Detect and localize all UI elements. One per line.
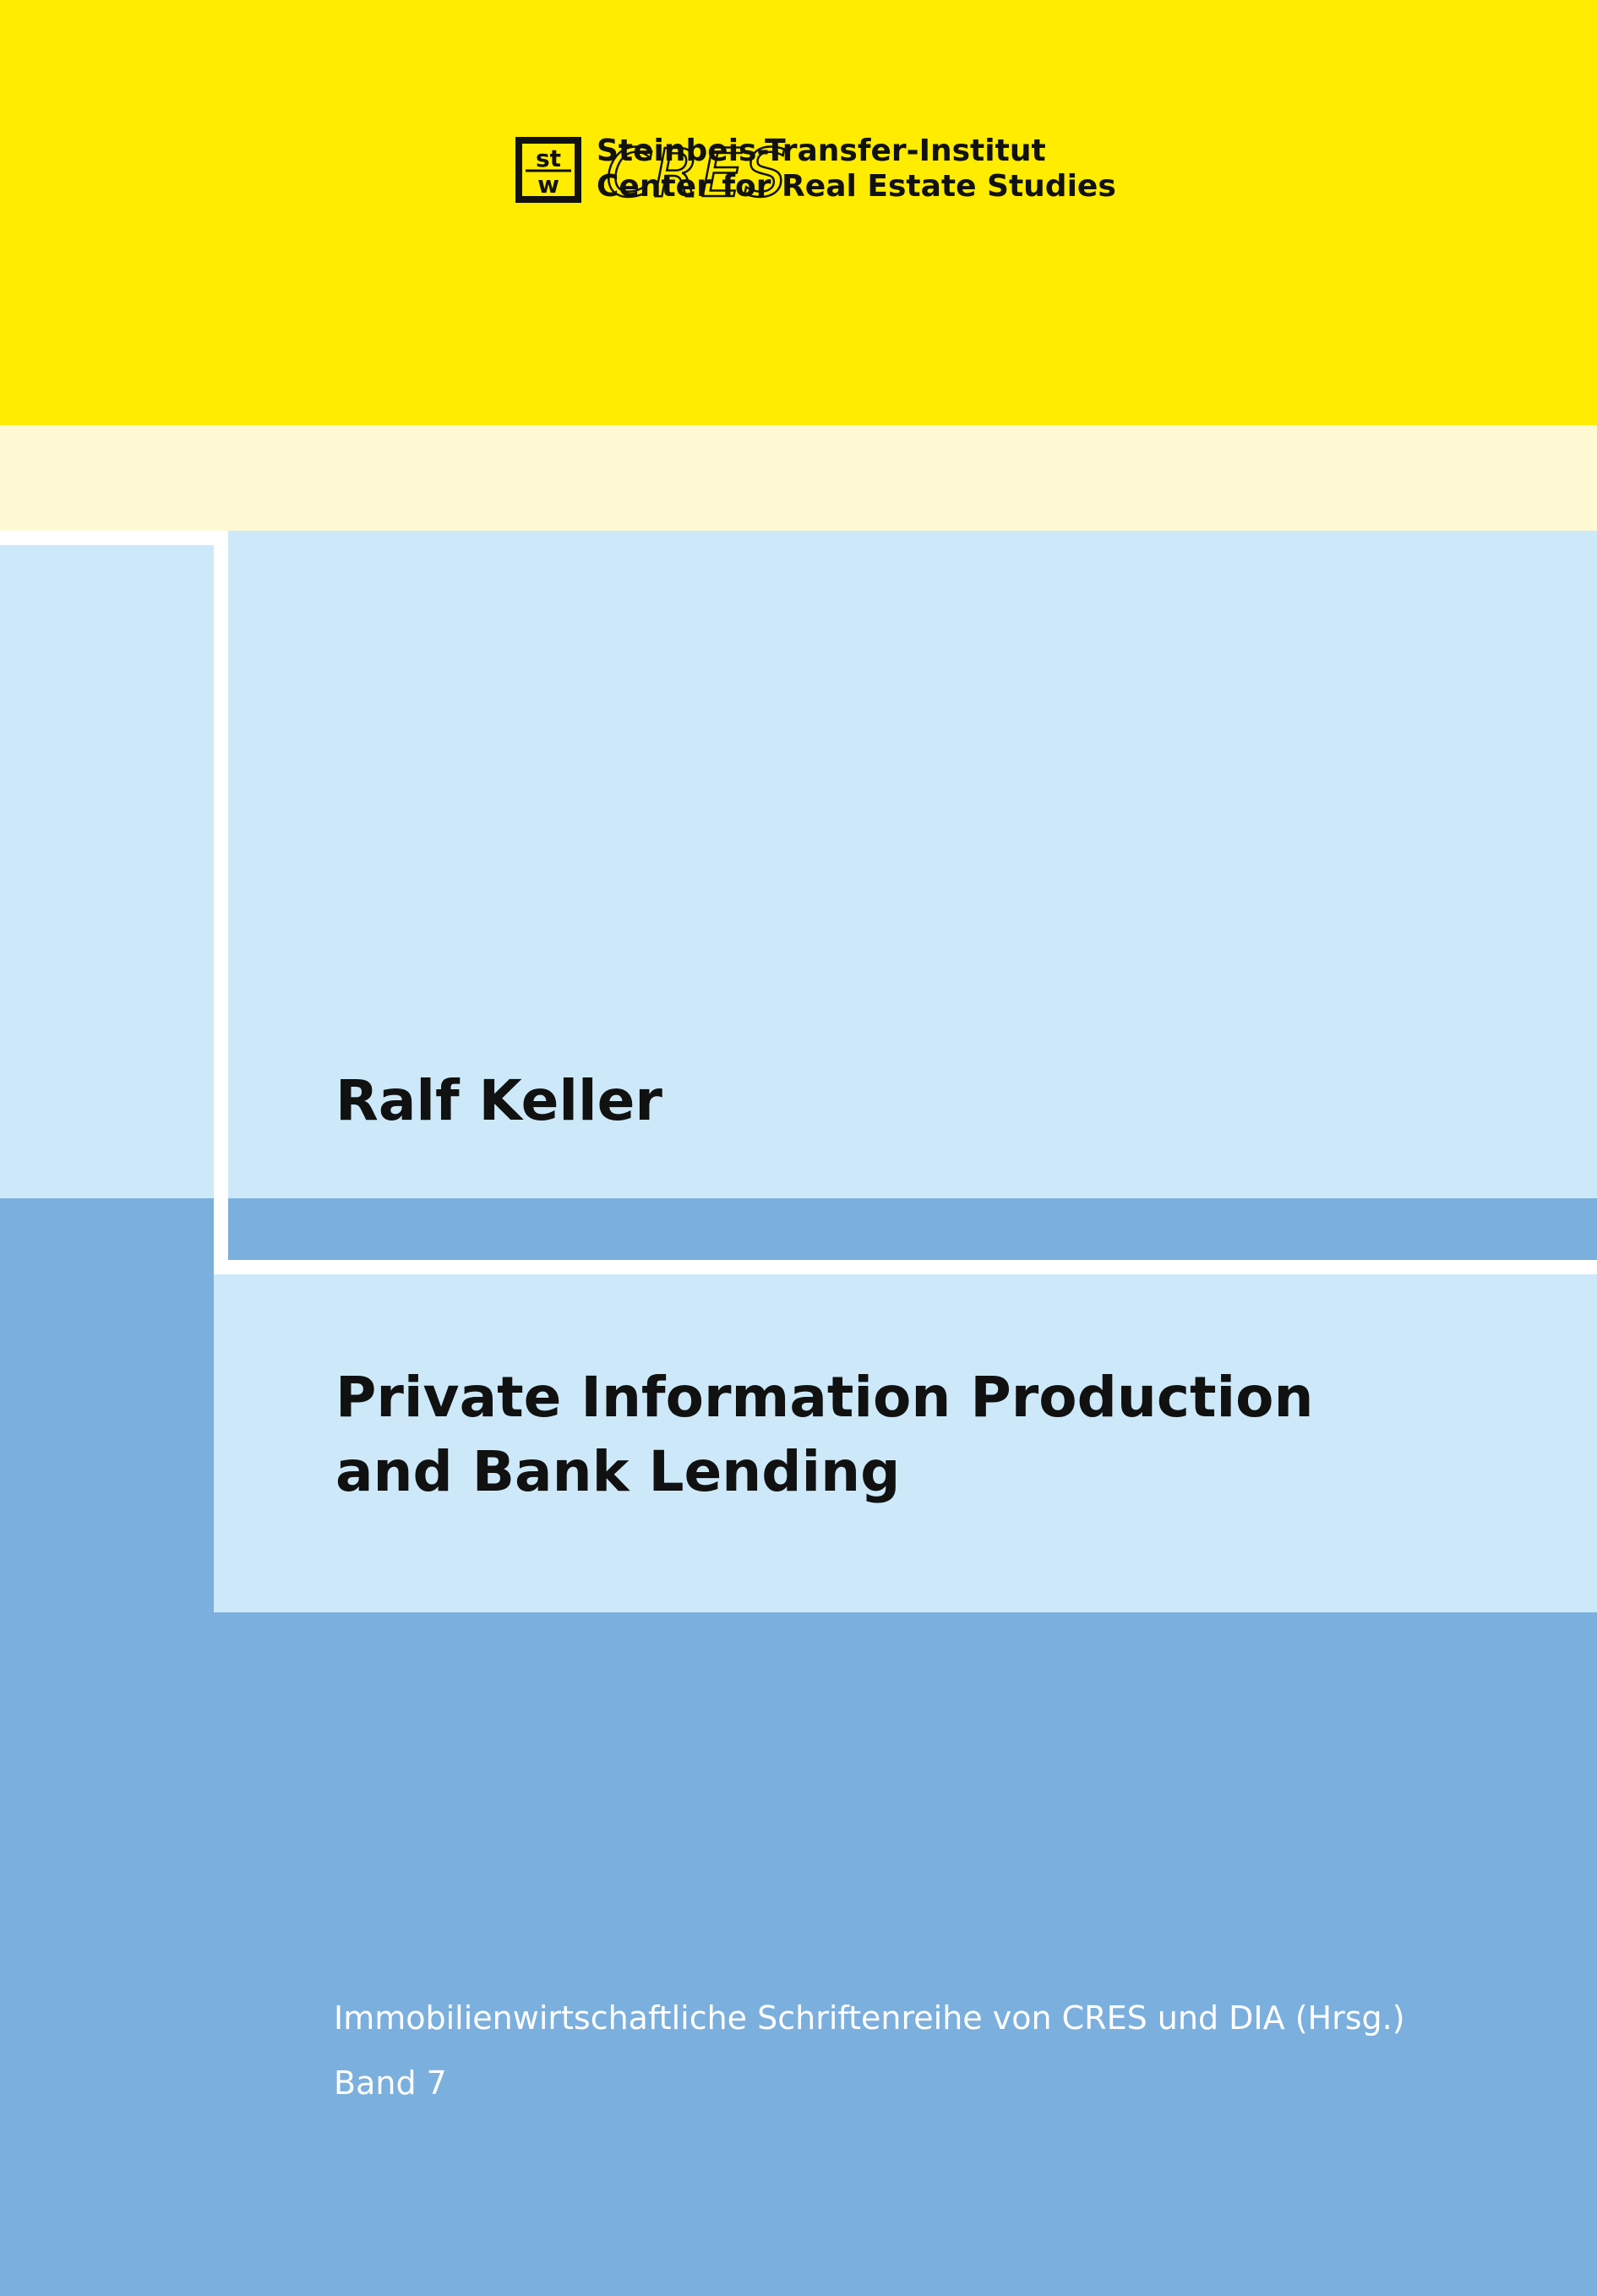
title-line-2: and Bank Lending <box>335 1439 901 1504</box>
mark-bottom-text: w <box>537 171 559 196</box>
cream-band <box>0 425 1597 531</box>
cres-wordmark: CRES <box>606 136 788 203</box>
frame-line-top <box>0 531 228 545</box>
book-title: Private Information Production and Bank … <box>335 1361 1313 1509</box>
frame-line-vertical <box>214 531 228 1274</box>
steinbeis-mark-icon: st w <box>515 137 581 203</box>
yellow-header-band <box>0 0 1597 425</box>
author-name: Ralf Keller <box>335 1068 662 1133</box>
author-panel <box>228 531 1597 1198</box>
institute-line-2: Center for Real Estate Studies <box>597 169 1116 204</box>
title-line-1: Private Information Production <box>335 1365 1314 1430</box>
frame-line-bottom <box>214 1260 1597 1274</box>
cres-logo: CRES <box>605 135 788 203</box>
institute-name: Steinbeis-Transfer-Institut Center for R… <box>597 134 1116 205</box>
title-panel <box>214 1274 1597 1612</box>
left-light-panel <box>0 545 214 1198</box>
mark-top-text: st <box>536 145 561 172</box>
series-name: Immobilienwirtschaftliche Schriftenreihe… <box>334 1999 1405 2037</box>
volume-number: Band 7 <box>334 2064 447 2102</box>
institute-line-1: Steinbeis-Transfer-Institut <box>597 134 1046 168</box>
